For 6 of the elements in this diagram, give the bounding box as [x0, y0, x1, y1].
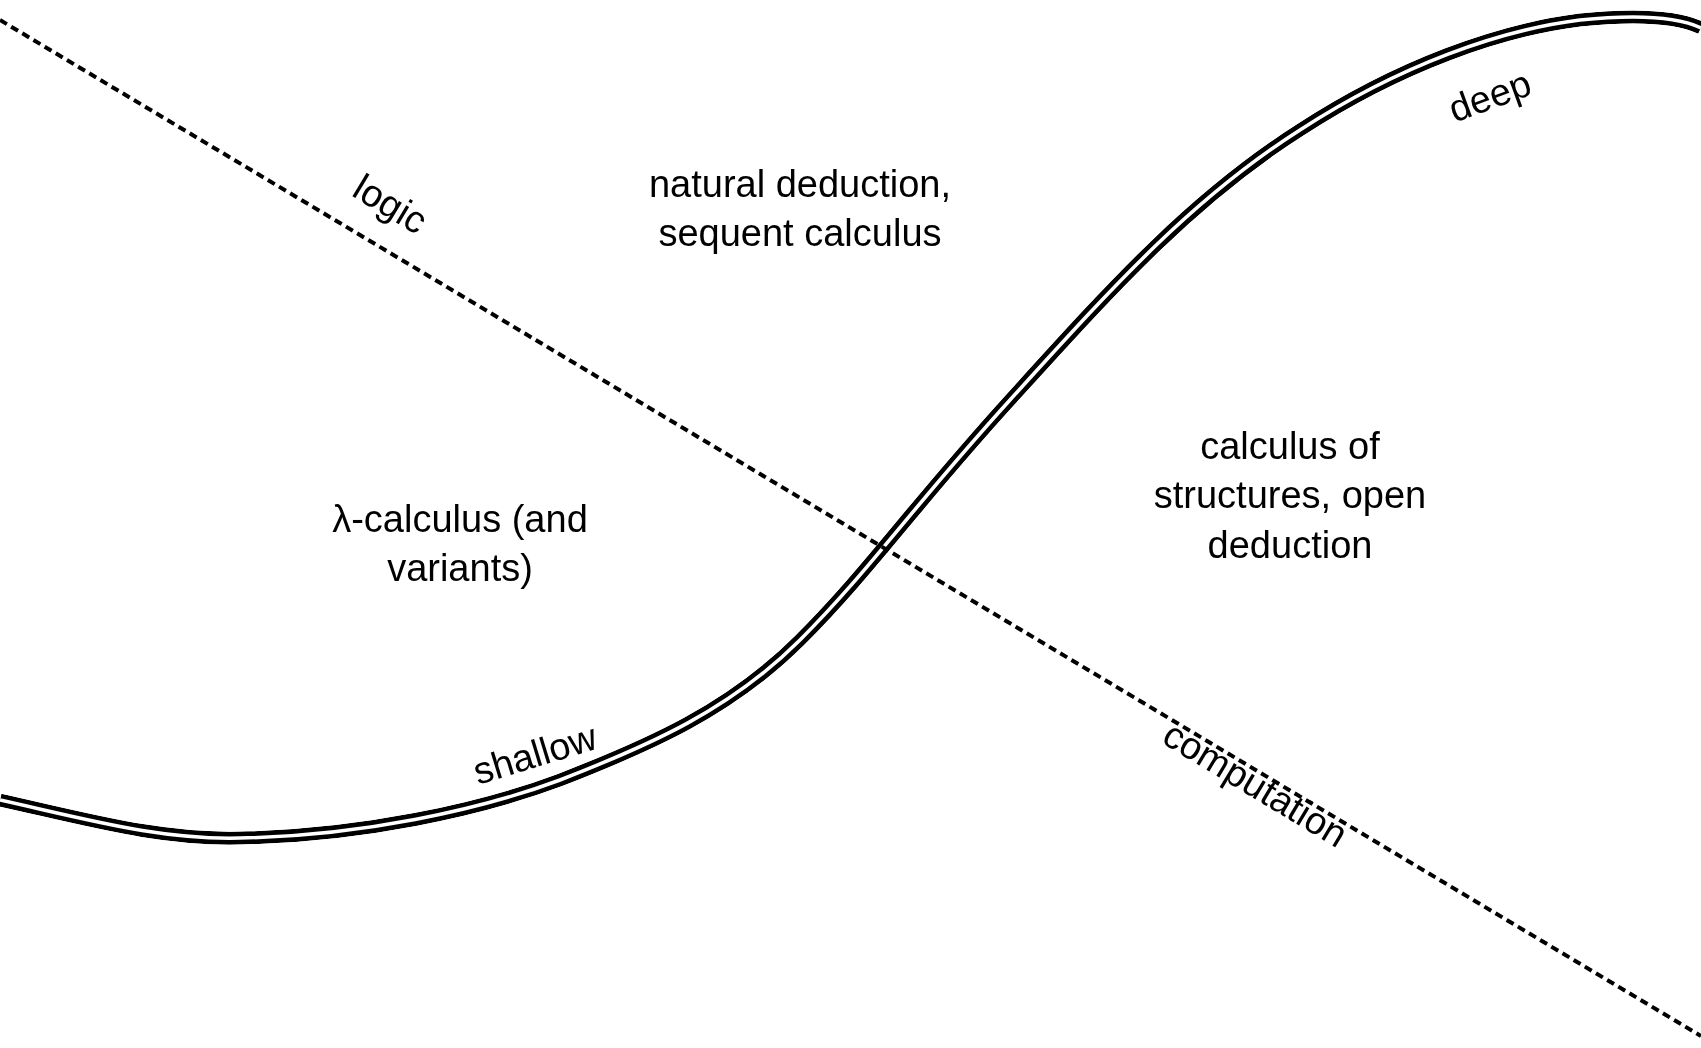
curve-label: deep	[1442, 61, 1537, 131]
region-label: λ-calculus (and variants)	[332, 498, 588, 590]
region-label: calculus of structures, open deduction	[1153, 425, 1427, 566]
region-label: natural deduction, sequent calculus	[648, 163, 952, 255]
curve-label: shallow	[468, 715, 602, 793]
line-label: logic	[346, 165, 435, 243]
